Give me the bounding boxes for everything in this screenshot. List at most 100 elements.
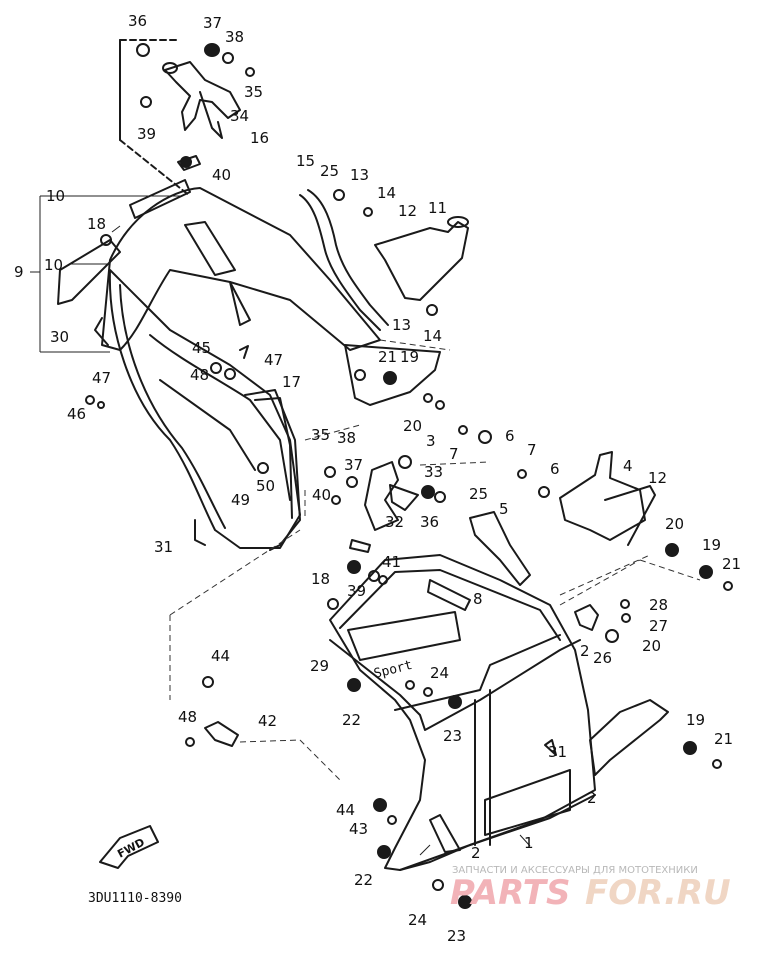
callout-24-lower: 24 (408, 911, 427, 929)
center-bracket (344, 344, 441, 406)
callout-35: 35 (244, 83, 263, 101)
callout-38-middle: 38 (337, 429, 356, 447)
callout-2-right: 2 (587, 789, 597, 807)
callout-4: 4 (623, 457, 633, 475)
callout-42: 42 (258, 712, 277, 730)
forward-arrow-icon (99, 825, 159, 869)
callout-39-lower: 39 (347, 582, 366, 600)
watermark-logo-left: PARTS (450, 873, 570, 913)
mount-bracket (469, 511, 531, 586)
callout-37: 37 (203, 14, 222, 32)
callout-labels: 36 37 38 35 34 39 40 16 15 25 13 14 12 1… (14, 12, 741, 945)
callout-13: 13 (350, 166, 369, 184)
callout-36-middle: 36 (420, 513, 439, 531)
callout-5: 5 (499, 500, 509, 518)
callout-6-right: 6 (550, 460, 560, 478)
callout-21-lower: 21 (714, 730, 733, 748)
callout-40: 40 (212, 166, 231, 184)
middle-bracket-assembly (324, 455, 446, 531)
lower-front-fairing (329, 554, 596, 871)
callout-12: 12 (398, 202, 417, 220)
callout-25-middle: 25 (469, 485, 488, 503)
callout-11: 11 (428, 199, 447, 217)
callout-22: 22 (342, 711, 361, 729)
callout-1: 1 (524, 834, 534, 852)
clip-42 (185, 676, 239, 747)
callout-31-decal: 31 (548, 743, 567, 761)
callout-19: 19 (400, 348, 419, 366)
stay-26 (574, 599, 631, 643)
callout-25: 25 (320, 162, 339, 180)
callout-33: 33 (424, 463, 443, 481)
callout-36: 36 (128, 12, 147, 30)
air-duct (333, 189, 469, 316)
callout-15: 15 (296, 152, 315, 170)
callout-20: 20 (403, 417, 422, 435)
callout-27: 27 (649, 617, 668, 635)
callout-19-lower: 19 (686, 711, 705, 729)
bracket-frame-dashes (119, 39, 191, 197)
callout-32: 32 (385, 513, 404, 531)
callout-44: 44 (211, 647, 230, 665)
callout-2-upper: 2 (580, 642, 590, 660)
callout-20-right: 20 (665, 515, 684, 533)
diagram-part-code: 3DU1110-8390 (88, 891, 182, 906)
callout-26: 26 (593, 649, 612, 667)
callout-23: 23 (443, 727, 462, 745)
callout-21-right: 21 (722, 555, 741, 573)
callout-30: 30 (50, 328, 69, 346)
callout-7: 7 (527, 441, 537, 459)
callout-8: 8 (473, 590, 483, 608)
callout-47-left: 47 (92, 369, 111, 387)
callout-35-middle: 35 (311, 426, 330, 444)
callout-40-middle: 40 (312, 486, 331, 504)
callout-39: 39 (137, 125, 156, 143)
callout-16: 16 (250, 129, 269, 147)
callout-3: 3 (426, 432, 436, 450)
callout-13-lower: 13 (392, 316, 411, 334)
callout-12-right: 12 (648, 469, 667, 487)
watermark-caption: ЗАПЧАСТИ И АКСЕССУАРЫ ДЛЯ МОТОТЕХНИКИ (452, 865, 698, 876)
callout-44-lower: 44 (336, 801, 355, 819)
callout-6: 6 (505, 427, 515, 445)
callout-22-lower: 22 (354, 871, 373, 889)
callout-23-lower: 23 (447, 927, 466, 945)
upper-bracket-assembly (136, 43, 255, 171)
callout-18-lower: 18 (311, 570, 330, 588)
callout-47: 47 (264, 351, 283, 369)
callout-2-lower: 2 (471, 844, 481, 862)
callout-20-lower: 20 (642, 637, 661, 655)
callout-10-bottom: 10 (44, 256, 63, 274)
callout-19-right: 19 (702, 536, 721, 554)
callout-24: 24 (430, 664, 449, 682)
left-side-fairing (108, 269, 301, 549)
fasteners-bottom (327, 565, 733, 909)
callout-49: 49 (231, 491, 250, 509)
callout-18: 18 (87, 215, 106, 233)
fasteners-center (423, 393, 527, 479)
callout-37-middle: 37 (344, 456, 363, 474)
callout-38: 38 (225, 28, 244, 46)
callout-28: 28 (649, 596, 668, 614)
line-art (57, 39, 733, 909)
side-brace (244, 389, 301, 551)
watermark: ЗАПЧАСТИ И АКСЕССУАРЫ ДЛЯ МОТОТЕХНИКИ PA… (450, 865, 731, 913)
callout-50: 50 (256, 477, 275, 495)
callout-7-center: 7 (449, 445, 459, 463)
callout-10-top: 10 (46, 187, 65, 205)
callout-45: 45 (192, 339, 211, 357)
fairing-decal-text: Sport (372, 658, 414, 682)
callout-34: 34 (230, 107, 249, 125)
callout-48-lower: 48 (178, 708, 197, 726)
right-duct (538, 451, 679, 557)
callout-17: 17 (282, 373, 301, 391)
leader-lines (30, 195, 701, 856)
callout-48: 48 (190, 366, 209, 384)
callout-46: 46 (67, 405, 86, 423)
windshield-trim-parts (57, 179, 191, 305)
callout-21: 21 (378, 348, 397, 366)
callout-14-lower: 14 (423, 327, 442, 345)
duct-tube (299, 189, 389, 331)
